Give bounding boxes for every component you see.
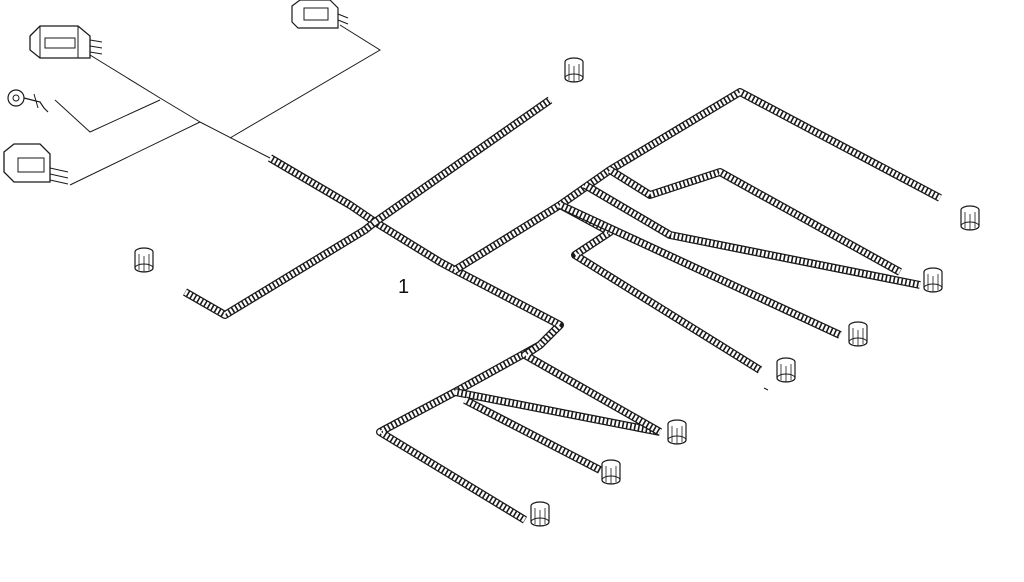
sensor-connector-icon [564, 57, 584, 83]
callout-label: 1 [398, 276, 410, 298]
sensor-connector-icon [530, 501, 550, 527]
harness-branch-corrugation [373, 97, 552, 225]
tick-mark [763, 387, 769, 391]
harness-branch [183, 218, 378, 319]
harness-branch-corrugation [583, 182, 921, 288]
thin-wires [54, 24, 381, 186]
sensor-connector-icon [667, 419, 687, 445]
harness-branch-corrugation [268, 155, 563, 523]
multi-pin-connector-icon [3, 143, 69, 185]
sensor-connector-icon [776, 357, 796, 383]
ring-terminal-icon [7, 89, 49, 113]
harness-branch-corrugation [463, 397, 602, 473]
sensor-connector-icon [848, 321, 868, 347]
harness-branch-corrugation [608, 167, 902, 275]
harness-branch-corrugation [183, 219, 377, 318]
harness-branch-corrugation [454, 389, 661, 435]
sensor-connector-icon [923, 267, 943, 293]
multi-pin-connector-icon [291, 0, 349, 29]
sensor-connector-icon [601, 459, 621, 485]
harness-branch [267, 154, 564, 524]
harness-branch-corrugation [558, 202, 842, 338]
sensor-connector-icon [960, 205, 980, 231]
harness-sheath [183, 88, 942, 524]
harness-branch-corrugation [522, 342, 662, 435]
harness-branch [582, 181, 921, 289]
multi-pin-connector-icon [29, 25, 103, 59]
sensor-connector-icon [134, 247, 154, 273]
